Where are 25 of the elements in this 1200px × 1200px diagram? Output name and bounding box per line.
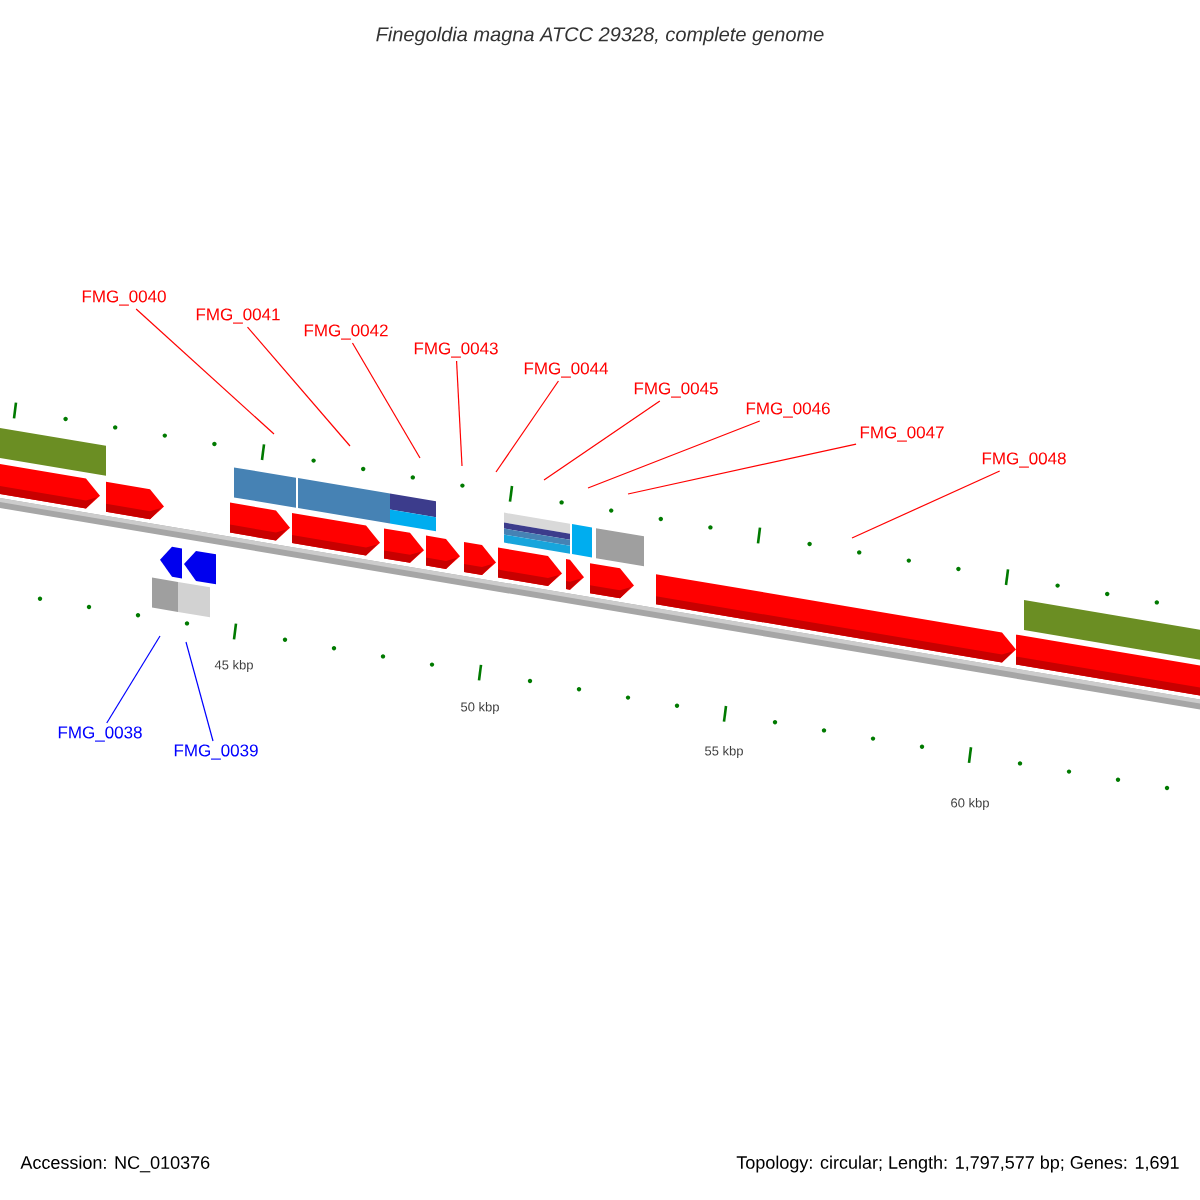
leader-line (351, 342, 421, 459)
leader-line (106, 635, 161, 724)
gene-label: FMG_0041 (196, 308, 280, 324)
gene-label: FMG_0040 (82, 290, 166, 306)
leader-line (246, 326, 351, 447)
leader-line (185, 641, 214, 742)
gene-label: FMG_0048 (982, 452, 1066, 468)
gene-label: FMG_0044 (524, 362, 609, 378)
gene-label: FMG_0043 (414, 342, 498, 358)
title: Finegoldia magna ATCC 29328, complete genome (376, 26, 824, 46)
gene-label: FMG_0045 (634, 382, 718, 398)
leader-line (543, 400, 661, 481)
accession-text: Accession: NC_010376 (20, 1155, 210, 1173)
leader-line (135, 308, 275, 435)
gene-label: FMG_0042 (304, 324, 388, 340)
leader-line (455, 360, 463, 467)
gene-label: FMG_0047 (860, 426, 944, 442)
leader-line (495, 380, 560, 473)
leader-line (851, 470, 1001, 539)
gene-label: FMG_0046 (746, 402, 830, 418)
leader-line (587, 420, 761, 489)
genome-info-text: Topology: circular; Length: 1,797,577 bp; Genes: 1,691 (736, 1155, 1179, 1173)
leader-line (627, 443, 857, 495)
gene-label: FMG_0039 (174, 744, 258, 760)
gene-label: FMG_0038 (58, 726, 142, 742)
